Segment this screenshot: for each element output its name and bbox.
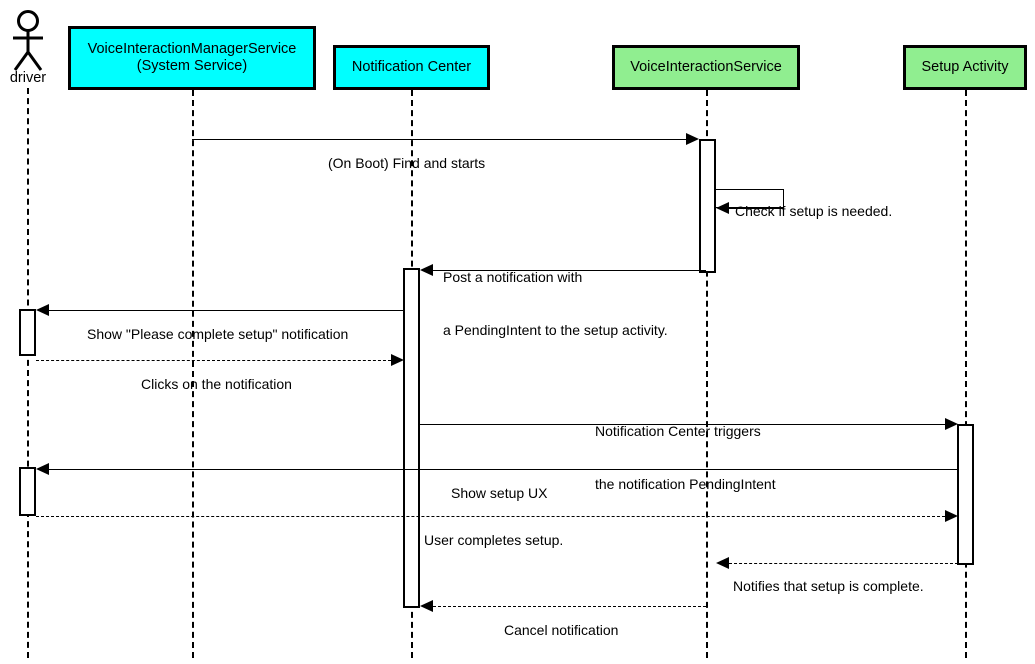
message-label-9-line1: Notifies that setup is complete. <box>733 578 924 594</box>
message-label-1: (On Boot) Find and starts <box>328 120 485 208</box>
message-label-10: Cancel notification <box>504 587 618 664</box>
message-label-6-line2: the notification PendingIntent <box>595 475 776 492</box>
message-line-2-bottom <box>729 208 784 209</box>
lifeline-voice-interaction-service <box>706 90 708 658</box>
message-label-8: User completes setup. <box>424 497 563 585</box>
activation-notification-center <box>403 268 420 608</box>
message-self-box-2 <box>716 189 784 208</box>
message-label-8-line1: User completes setup. <box>424 532 564 548</box>
participant-notification-center-label: Notification Center <box>351 58 472 75</box>
message-line-5 <box>36 360 391 361</box>
message-line-9 <box>729 563 958 564</box>
lifeline-driver <box>27 88 29 658</box>
actor-driver[interactable] <box>9 10 47 77</box>
message-line-8 <box>36 516 945 517</box>
message-arrowhead-4 <box>36 303 49 316</box>
message-line-6 <box>420 424 945 425</box>
message-label-3-line1: Post a notification with <box>443 269 583 285</box>
message-label-6-line1: Notification Center triggers <box>595 423 761 439</box>
message-line-2-top <box>716 189 784 190</box>
message-label-1-line1: (On Boot) Find and starts <box>328 155 486 171</box>
participant-vims-label: VoiceInteractionManagerService (System S… <box>88 41 297 76</box>
participant-notification-center[interactable]: Notification Center <box>333 45 490 90</box>
message-label-3-line2: a PendingIntent to the setup activity. <box>443 321 668 338</box>
message-arrowhead-1 <box>686 132 699 145</box>
participant-vims[interactable]: VoiceInteractionManagerService (System S… <box>68 26 316 90</box>
activation-driver-2 <box>19 467 36 516</box>
message-label-7-line1: Show setup UX <box>451 485 548 501</box>
message-label-6: Notification Center triggers the notific… <box>595 388 776 528</box>
message-arrowhead-9 <box>716 556 729 569</box>
message-line-4 <box>49 310 404 311</box>
message-label-3: Post a notification with a PendingIntent… <box>443 234 668 374</box>
message-label-10-line1: Cancel notification <box>504 622 619 638</box>
message-arrowhead-6 <box>945 417 958 430</box>
activation-voice-interaction-service <box>699 139 716 273</box>
message-arrowhead-8 <box>945 509 958 522</box>
message-label-5: Clicks on the notification <box>141 341 292 429</box>
message-label-7: Show setup UX <box>451 450 548 538</box>
participant-vims-line1: VoiceInteractionManagerService <box>87 40 297 57</box>
message-label-9: Notifies that setup is complete. <box>733 543 924 631</box>
participant-setup-activity[interactable]: Setup Activity <box>903 45 1027 90</box>
message-line-10 <box>433 606 706 607</box>
message-label-4-line1: Show "Please complete setup" notificatio… <box>87 326 349 342</box>
message-arrowhead-10 <box>420 599 433 612</box>
message-label-2-line1: Check if setup is needed. <box>735 203 893 219</box>
lifeline-setup-activity <box>965 90 967 658</box>
message-label-4: Show "Please complete setup" notificatio… <box>87 291 348 379</box>
activation-setup-activity <box>957 424 974 565</box>
message-arrowhead-3 <box>420 263 433 276</box>
actor-stick-figure-icon <box>13 10 43 71</box>
participant-voice-interaction-service-label: VoiceInteractionService <box>630 58 782 75</box>
actor-driver-label: driver <box>9 70 47 86</box>
message-arrowhead-2 <box>716 201 729 214</box>
participant-vims-line2: (System Service) <box>136 58 248 74</box>
message-line-3 <box>433 270 706 271</box>
lifeline-vims <box>192 90 194 658</box>
participant-setup-activity-label: Setup Activity <box>921 58 1009 75</box>
message-label-2: Check if setup is needed. <box>735 168 892 256</box>
message-line-1 <box>192 139 686 140</box>
activation-driver-1 <box>19 309 36 356</box>
participant-voice-interaction-service[interactable]: VoiceInteractionService <box>612 45 800 90</box>
message-arrowhead-5 <box>391 353 404 366</box>
message-line-7 <box>49 469 958 470</box>
message-label-5-line1: Clicks on the notification <box>141 376 292 392</box>
message-arrowhead-7 <box>36 462 49 475</box>
